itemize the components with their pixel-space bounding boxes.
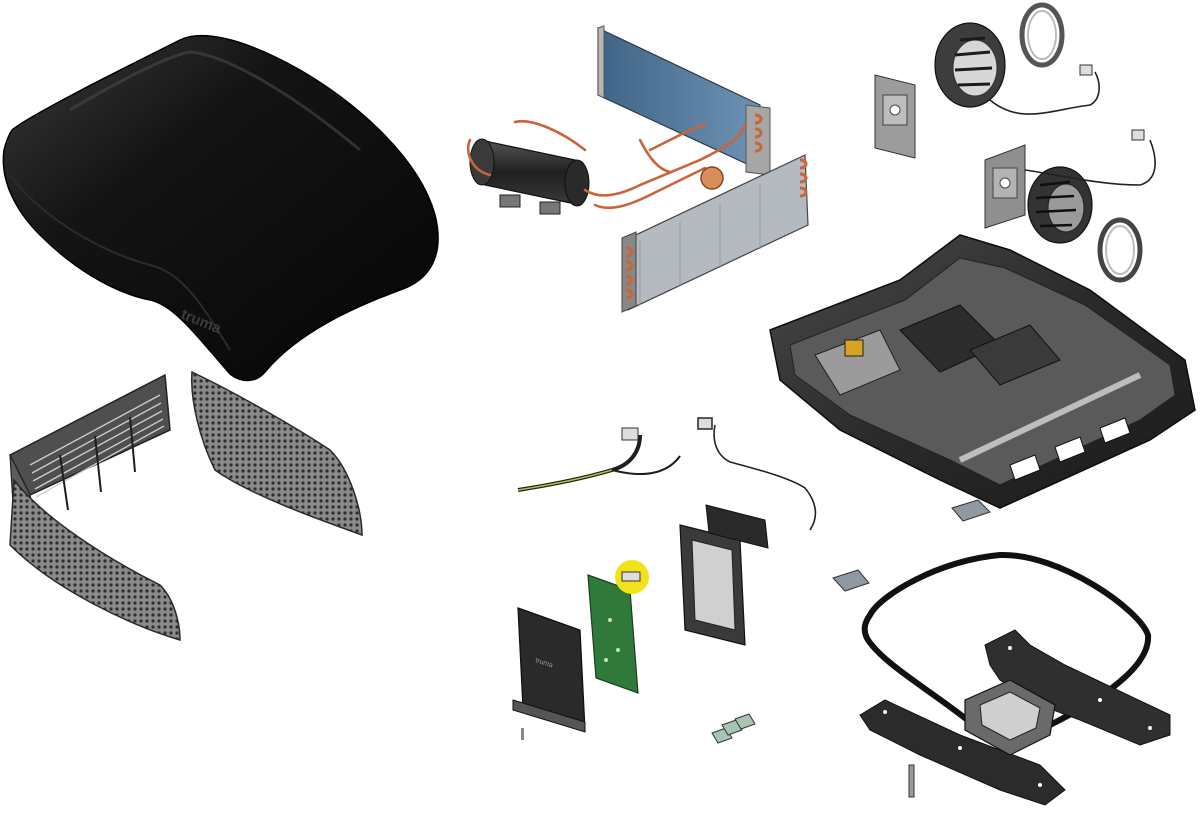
fan-wiring (989, 64, 1156, 186)
air-duct-collar (964, 679, 1056, 756)
refrigerant-pipes (466, 119, 747, 210)
control-housing-front: truma (512, 607, 586, 740)
side-grille-mesh (190, 370, 363, 537)
blower-fan-upper (934, 2, 1065, 108)
mounting-bolt (908, 764, 915, 798)
base-tray (769, 234, 1196, 509)
side-grille-slatted (8, 373, 181, 642)
motor-brackets (874, 74, 1026, 229)
control-housing-rear (679, 504, 769, 646)
control-pcb (587, 574, 639, 694)
highlighted-connector (615, 560, 649, 594)
cover-shell: truma (2, 34, 439, 382)
compressor (469, 138, 590, 215)
mounting-plate-upper (984, 629, 1171, 746)
wiring-harness-right (697, 417, 817, 531)
mounting-plate-lower (859, 699, 1066, 806)
heat-exchanger-coils (597, 25, 809, 313)
small-clips (711, 713, 756, 744)
wiring-harness-left (517, 427, 681, 492)
blower-fan-lower (1027, 166, 1143, 283)
foam-pads (832, 499, 991, 592)
